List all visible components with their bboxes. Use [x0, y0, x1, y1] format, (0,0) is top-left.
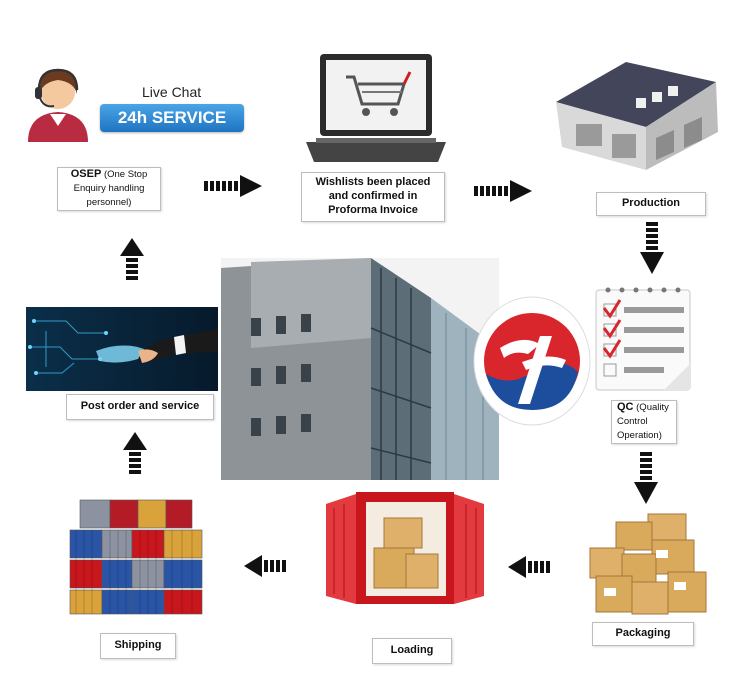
- warehouse-icon: [556, 52, 726, 172]
- stacked-containers-icon: [66, 496, 206, 618]
- shipping-container-icon: [326, 488, 484, 612]
- 24h-service-badge[interactable]: 24h SERVICE: [100, 104, 244, 132]
- osep-note: (One Stop Enquiry handling personnel): [73, 169, 148, 208]
- arrow-left-icon: [508, 556, 552, 578]
- arrow-right-icon: [474, 180, 532, 202]
- osep-step-box: OSEP (One Stop Enquiry handling personne…: [57, 167, 161, 211]
- qc-note: (Quality Control Operation): [617, 402, 669, 441]
- handshake-icon: [26, 307, 218, 391]
- loading-step-box: Loading: [372, 638, 452, 664]
- post-order-step-box: Post order and service: [66, 394, 214, 420]
- qc-label: QC: [617, 401, 634, 414]
- arrow-up-icon: [123, 432, 147, 476]
- arrow-left-icon: [244, 555, 288, 577]
- company-building-image: [221, 258, 499, 480]
- shipping-step-box: Shipping: [100, 633, 176, 659]
- wishlist-step-box: Wishlists been placed and confirmed in P…: [301, 172, 445, 222]
- checklist-icon: [594, 284, 694, 394]
- packaging-label: Packaging: [615, 627, 671, 640]
- packaging-step-box: Packaging: [592, 622, 694, 646]
- production-step-box: Production: [596, 192, 706, 216]
- osep-label: OSEP: [70, 168, 102, 181]
- post-order-label: Post order and service: [80, 400, 200, 413]
- arrow-right-icon: [204, 175, 262, 197]
- arrow-down-icon: [640, 222, 664, 274]
- live-chat-title: Live Chat: [142, 84, 202, 100]
- laptop-cart-icon: [306, 52, 446, 167]
- cartons-icon: [586, 510, 710, 618]
- shipping-label: Shipping: [114, 639, 162, 652]
- qc-step-box: QC (Quality Control Operation): [611, 400, 677, 444]
- operator-headset-icon: [22, 62, 94, 142]
- arrow-down-icon: [634, 452, 658, 504]
- production-label: Production: [621, 197, 681, 210]
- arrow-up-icon: [120, 238, 144, 282]
- wishlist-label: Wishlists been placed and confirmed in P…: [315, 176, 431, 216]
- company-logo: [470, 292, 594, 430]
- loading-label: Loading: [390, 644, 434, 657]
